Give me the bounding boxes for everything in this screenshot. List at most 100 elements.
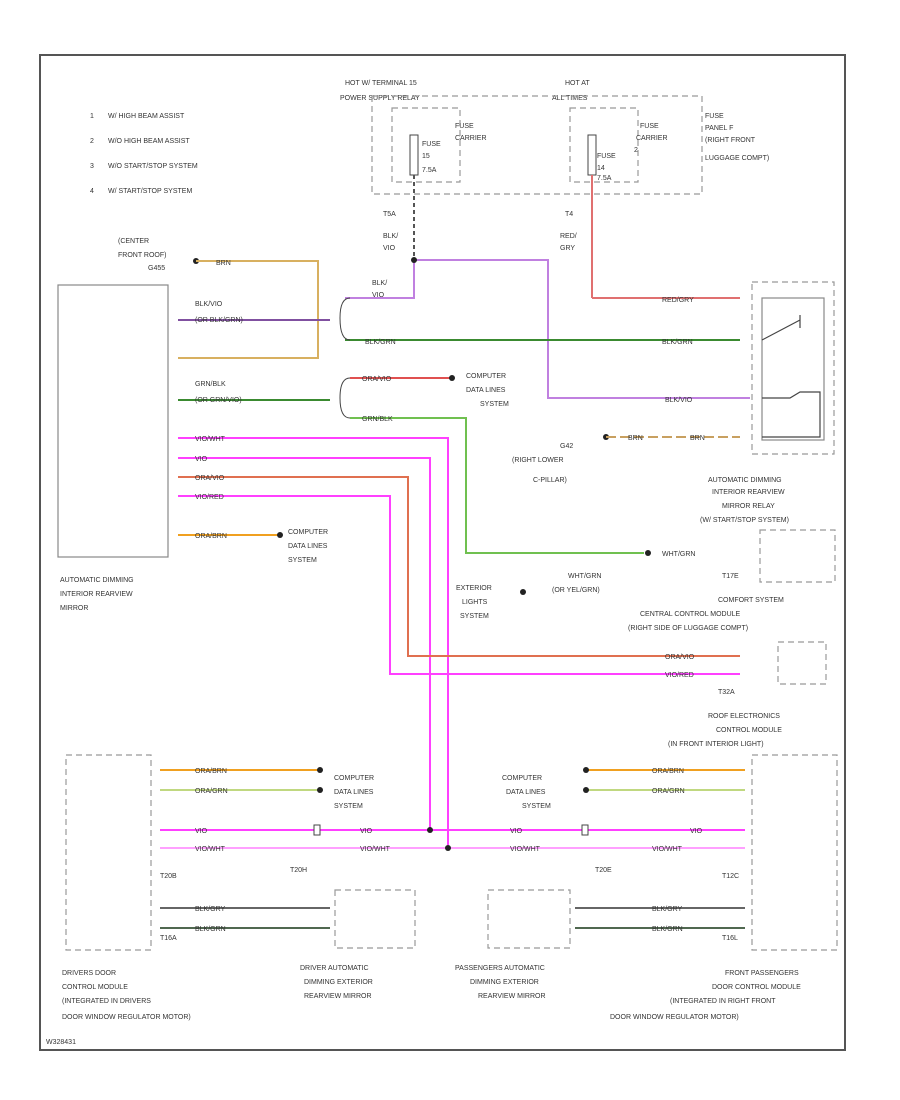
conn-t16a: T16A xyxy=(160,935,177,942)
legend-text-1: W/ HIGH BEAM ASSIST xyxy=(108,113,185,120)
fuse-left-element xyxy=(409,134,419,176)
legend-num-1: 1 xyxy=(90,113,94,120)
t17e-outline xyxy=(759,529,836,583)
ext-lights-l3: SYSTEM xyxy=(460,613,489,620)
ext-lights-wire2: (OR YEL/GRN) xyxy=(552,587,600,594)
conn-t20e: T20E xyxy=(595,867,612,874)
driver-mirror-l1: DRIVER AUTOMATIC xyxy=(300,965,369,972)
wire-label-vio-red: VIO/RED xyxy=(195,494,224,501)
hot-left-line1: HOT W/ TERMINAL 15 xyxy=(345,80,417,87)
pass-door-label: FRONT PASSENGERS DOOR CONTROL MODULE (IN… xyxy=(610,970,801,1021)
cdl2-l1: COMPUTER xyxy=(288,529,328,536)
wire-label-blk-vio-1: BLK/ xyxy=(372,280,387,287)
wire-label-grn-blk-left-2: (OR GRN/VIO) xyxy=(195,397,242,404)
wire-label-ora-vio-r: ORA/VIO xyxy=(665,654,695,661)
cdl1-l2: DATA LINES xyxy=(466,387,506,394)
option-bracket-top xyxy=(339,297,351,341)
fuse-right-label3: 2 xyxy=(634,147,638,154)
pass-mirror-l3: REARVIEW MIRROR xyxy=(478,993,546,1000)
wire-label-grn-blk: GRN/BLK xyxy=(362,416,393,423)
wire-label-gry: GRY xyxy=(560,245,575,252)
wire-label-blk-grn-r: BLK/GRN xyxy=(652,926,683,933)
pass-door-l2: DOOR CONTROL MODULE xyxy=(712,984,801,991)
relay-l4: (W/ START/STOP SYSTEM) xyxy=(700,517,789,524)
inline-conn-left xyxy=(313,824,321,836)
wire-label-red-gry: RED/GRY xyxy=(662,297,694,304)
comfort-conn: T32A xyxy=(718,689,735,696)
wire-label-vio1: VIO xyxy=(383,245,396,252)
wire-label-blk-vio-left-1: BLK/VIO xyxy=(195,301,223,308)
wire-label-vio-wht-mr: VIO/WHT xyxy=(510,846,541,853)
wire-label-vio-wht-m: VIO/WHT xyxy=(360,846,391,853)
wire-label-ora-brn-l: ORA/BRN xyxy=(195,768,227,775)
fuse-panel-outline xyxy=(371,95,703,195)
roof-module-label: ROOF ELECTRONICS CONTROL MODULE (IN FRON… xyxy=(668,713,782,748)
wire-label-red: RED/ xyxy=(560,233,577,240)
driver-mirror-outline xyxy=(334,889,416,949)
splice-blk-vio xyxy=(411,257,417,263)
legend-text-3: W/O START/STOP SYSTEM xyxy=(108,163,198,170)
wire-label-ora-vio: ORA/VIO xyxy=(362,376,392,383)
legend-num-4: 4 xyxy=(90,188,94,195)
ground-g455-l1: (CENTER xyxy=(118,238,149,245)
wire-label-vio-r: VIO xyxy=(690,828,703,835)
wire-label-vio-red-r: VIO/RED xyxy=(665,672,694,679)
cdl3-l3: SYSTEM xyxy=(334,803,363,810)
ground-g455-l2: FRONT ROOF) xyxy=(118,252,166,259)
fuse-right-fuse: FUSE xyxy=(597,153,616,160)
fuse-right-num: 14 xyxy=(597,165,605,172)
pass-mirror-l2: DIMMING EXTERIOR xyxy=(470,979,539,986)
wire-label-ora-brn-r: ORA/BRN xyxy=(652,768,684,775)
ground-g42-l1: G42 xyxy=(560,443,573,450)
relay-switch xyxy=(761,315,801,341)
driver-door-l3: (INTEGRATED IN DRIVERS xyxy=(62,998,151,1005)
fuse-left: FUSE CARRIER FUSE 15 7.5A xyxy=(409,123,487,176)
mirror-l2: INTERIOR REARVIEW xyxy=(60,591,133,598)
wire-label-blk-grn-1: BLK/GRN xyxy=(365,339,396,346)
relay-l2: INTERIOR REARVIEW xyxy=(712,489,785,496)
cdl4-dot1 xyxy=(583,767,589,773)
fuse-panel-l4: LUGGAGE COMPT) xyxy=(705,155,769,162)
cdl4-l1: COMPUTER xyxy=(502,775,542,782)
wire-label-vio-wht-l: VIO/WHT xyxy=(195,846,226,853)
wire-vio-mirror xyxy=(178,457,431,830)
splice-vio-wht xyxy=(445,845,451,851)
relay-l3: MIRROR RELAY xyxy=(722,503,775,510)
cdl3-l1: COMPUTER xyxy=(334,775,374,782)
roof-module-outline xyxy=(751,754,838,951)
fuse-carrier-right xyxy=(569,107,639,183)
hot-right-line1: HOT AT xyxy=(565,80,590,87)
mirror-label: AUTOMATIC DIMMING INTERIOR REARVIEW MIRR… xyxy=(60,577,134,612)
fuse-right-element xyxy=(587,134,597,176)
pass-door-l4: DOOR WINDOW REGULATOR MOTOR) xyxy=(610,1014,739,1021)
wire-label-vio-wht: VIO/WHT xyxy=(195,436,226,443)
comfort-module-label: COMFORT SYSTEM CENTRAL CONTROL MODULE (R… xyxy=(628,597,784,632)
pass-mirror-l1: PASSENGERS AUTOMATIC xyxy=(455,965,545,972)
inline-conn-right xyxy=(581,824,589,836)
wire-label-vio: VIO xyxy=(195,456,208,463)
driver-door-l1: DRIVERS DOOR xyxy=(62,970,116,977)
wire-label-vio-wht-r: VIO/WHT xyxy=(652,846,683,853)
hot-right-line2: ALL TIMES xyxy=(552,95,588,102)
wire-label-grn-blk-left-1: GRN/BLK xyxy=(195,381,226,388)
fuse-left-num: 15 xyxy=(422,153,430,160)
legend: 1 W/ HIGH BEAM ASSIST 2 W/O HIGH BEAM AS… xyxy=(90,113,198,195)
legend-text-4: W/ START/STOP SYSTEM xyxy=(108,188,192,195)
wire-label-ora-grn-r: ORA/GRN xyxy=(652,788,685,795)
comfort-l2: CENTRAL CONTROL MODULE xyxy=(640,611,741,618)
driver-mirror-l2: DIMMING EXTERIOR xyxy=(304,979,373,986)
cdl3-dot1 xyxy=(317,767,323,773)
cdl4-l3: SYSTEM xyxy=(522,803,551,810)
pass-mirror-outline xyxy=(487,889,571,949)
mirror-l1: AUTOMATIC DIMMING xyxy=(60,577,134,584)
splice-vio xyxy=(427,827,433,833)
fuse-right-label1: FUSE xyxy=(640,123,659,130)
driver-door-outline xyxy=(65,754,152,951)
cdl1-l3: SYSTEM xyxy=(480,401,509,408)
driver-mirror-l3: REARVIEW MIRROR xyxy=(304,993,372,1000)
wire-label-t4: T4 xyxy=(565,211,573,218)
relay-label: AUTOMATIC DIMMING INTERIOR REARVIEW MIRR… xyxy=(700,477,789,524)
driver-door-l4: DOOR WINDOW REGULATOR MOTOR) xyxy=(62,1014,191,1021)
wire-label-brn-3: BRN xyxy=(216,260,231,267)
ground-g455-l3: G455 xyxy=(148,265,165,272)
